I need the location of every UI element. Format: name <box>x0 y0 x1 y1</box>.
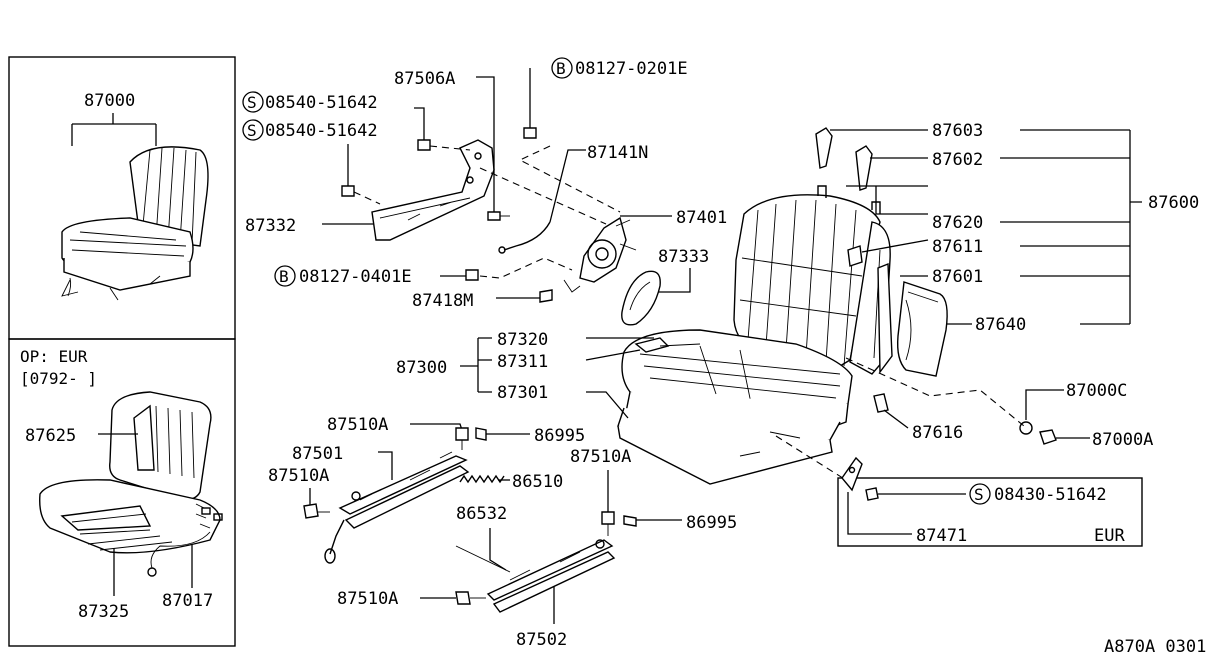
label-87311: 87311 <box>497 352 548 372</box>
leader-87471 <box>847 492 912 535</box>
leader-87000 <box>71 113 157 146</box>
b-marker-2 <box>274 265 296 287</box>
label-87620: 87620 <box>932 213 983 233</box>
label-87640: 87640 <box>975 315 1026 335</box>
label-87141N: 87141N <box>587 143 648 163</box>
s-marker-1 <box>242 91 264 113</box>
label-87300: 87300 <box>396 358 447 378</box>
leader-87311 <box>585 349 641 361</box>
panel-87640 <box>896 281 948 377</box>
s-marker-3 <box>969 483 991 505</box>
leader-87501 <box>378 451 393 480</box>
side-panel-87332 <box>371 139 495 241</box>
leader-86532 <box>489 528 507 571</box>
s-marker-2-letter: S <box>247 121 257 140</box>
label-87471: 87471 <box>916 526 967 546</box>
s-marker-1-letter: S <box>247 93 257 112</box>
label-87332: 87332 <box>245 216 296 236</box>
rail-87501 <box>324 451 470 564</box>
label-87510A-2: 87510A <box>268 466 329 486</box>
s-marker-2 <box>242 119 264 141</box>
label-86995-1: 86995 <box>534 426 585 446</box>
b-marker-1-letter: B <box>556 59 566 78</box>
b-marker-2-letter: B <box>279 267 289 286</box>
clip-87616 <box>873 393 889 413</box>
recliner-87401 <box>579 216 637 283</box>
label-08540-1: 08540-51642 <box>265 93 378 113</box>
leader-87141N <box>549 149 586 223</box>
label-08127-0201E: 08127-0201E <box>575 59 688 79</box>
inset-seat-illustration <box>61 146 209 301</box>
label-87325: 87325 <box>78 602 129 622</box>
s-marker-3-letter: S <box>974 485 984 504</box>
label-87625: 87625 <box>25 426 76 446</box>
bracket-87600 <box>1129 130 1142 324</box>
cover-87333 <box>621 270 661 326</box>
leader-87611 <box>861 239 929 253</box>
leader-87000C <box>1025 389 1064 420</box>
leader-08540-1 <box>414 107 425 140</box>
label-87333: 87333 <box>658 247 709 267</box>
main-seat-back <box>733 194 891 375</box>
label-87000: 87000 <box>84 91 135 111</box>
label-87510A-4: 87510A <box>337 589 398 609</box>
bracket-87300 <box>460 337 492 393</box>
label-87418M: 87418M <box>412 291 473 311</box>
leader-87333 <box>658 268 691 293</box>
leader-87620 <box>846 185 928 215</box>
label-87000C: 87000C <box>1066 381 1127 401</box>
label-87616: 87616 <box>912 423 963 443</box>
pole-87602 <box>855 145 873 191</box>
figure-id: A870A 0301 <box>1104 637 1206 657</box>
b-marker-1 <box>551 57 573 79</box>
label-87320: 87320 <box>497 330 548 350</box>
label-86532: 86532 <box>456 504 507 524</box>
label-08127-0401E: 08127-0401E <box>299 267 412 287</box>
bracket-87471 <box>841 456 863 492</box>
label-87401: 87401 <box>676 208 727 228</box>
label-87301: 87301 <box>497 383 548 403</box>
inset-heater-illustration <box>39 391 223 577</box>
eur-box <box>837 477 1143 547</box>
leader-87301 <box>586 391 629 419</box>
label-87501: 87501 <box>292 444 343 464</box>
bolt-87000A <box>1039 429 1057 445</box>
label-87602: 87602 <box>932 150 983 170</box>
label-08430: 08430-51642 <box>994 485 1107 505</box>
label-87000A: 87000A <box>1092 430 1153 450</box>
label-87611: 87611 <box>932 237 983 257</box>
inset-date: [0792- ] <box>20 369 97 388</box>
inset-bottom-frame <box>8 338 236 647</box>
label-87600: 87600 <box>1148 193 1199 213</box>
label-87601: 87601 <box>932 267 983 287</box>
nut-87000C <box>1019 421 1033 435</box>
eur-label: EUR <box>1094 526 1125 546</box>
label-08540-2: 08540-51642 <box>265 121 378 141</box>
label-86995-2: 86995 <box>686 513 737 533</box>
pole-87603 <box>815 127 833 169</box>
spring-86510 <box>459 474 505 484</box>
leader-87510A-1 <box>410 423 463 431</box>
label-87017: 87017 <box>162 591 213 611</box>
label-87510A-1: 87510A <box>327 415 388 435</box>
leader-87616 <box>883 409 909 429</box>
label-87510A-3: 87510A <box>570 447 631 467</box>
leader-87506A <box>476 76 495 212</box>
label-87506A: 87506A <box>394 69 455 89</box>
rail-87502 <box>486 539 616 613</box>
main-seat-frame <box>617 407 841 485</box>
inset-title: OP: EUR <box>20 347 88 366</box>
label-86510: 86510 <box>512 472 563 492</box>
label-87603: 87603 <box>932 121 983 141</box>
label-87502: 87502 <box>516 630 567 650</box>
